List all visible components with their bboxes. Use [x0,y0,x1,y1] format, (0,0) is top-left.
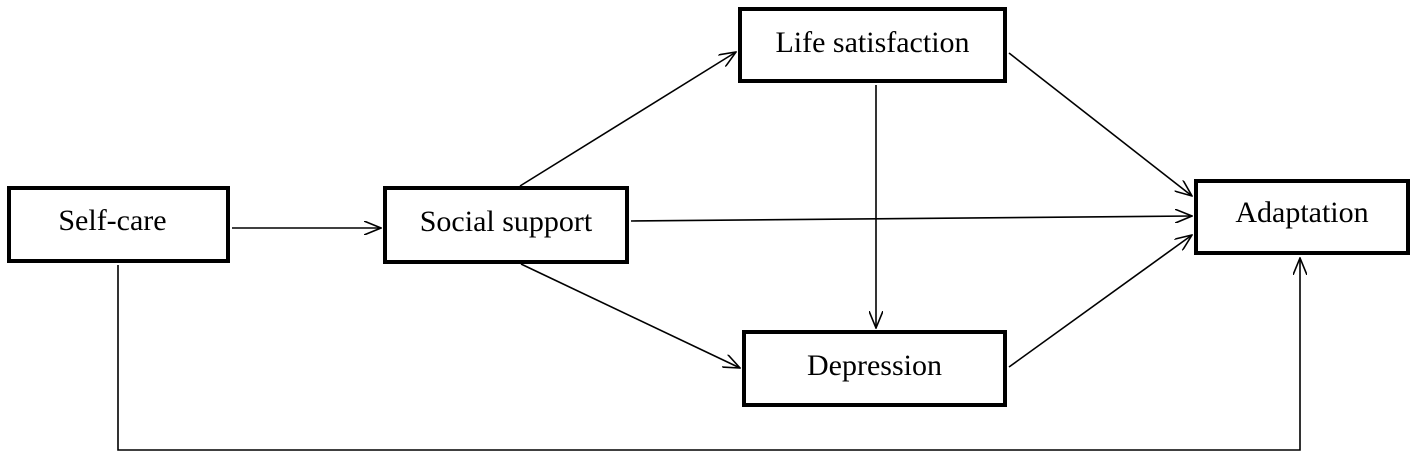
edge-social-support-to-depression [520,263,740,368]
node-label-social-support: Social support [419,205,593,238]
edge-self-care-to-adaptation [117,258,1300,451]
edge-social-support-to-adaptation [630,216,1192,221]
node-label-depression: Depression [807,348,942,382]
node-self-care: Self-care [7,186,230,263]
node-social-support: Social support [383,186,629,264]
node-label-adaptation: Adaptation [1235,196,1369,229]
node-depression: Depression [742,330,1007,407]
node-label-self-care: Self-care [58,203,167,237]
node-label-life-satisfaction: Life satisfaction [775,26,970,59]
edge-depression-to-adaptation [1008,235,1192,368]
edge-social-support-to-life-satisfaction [519,52,736,187]
node-life-satisfaction: Life satisfaction [738,7,1007,83]
edge-life-satisfaction-to-adaptation [1008,52,1192,196]
node-adaptation: Adaptation [1194,179,1410,255]
